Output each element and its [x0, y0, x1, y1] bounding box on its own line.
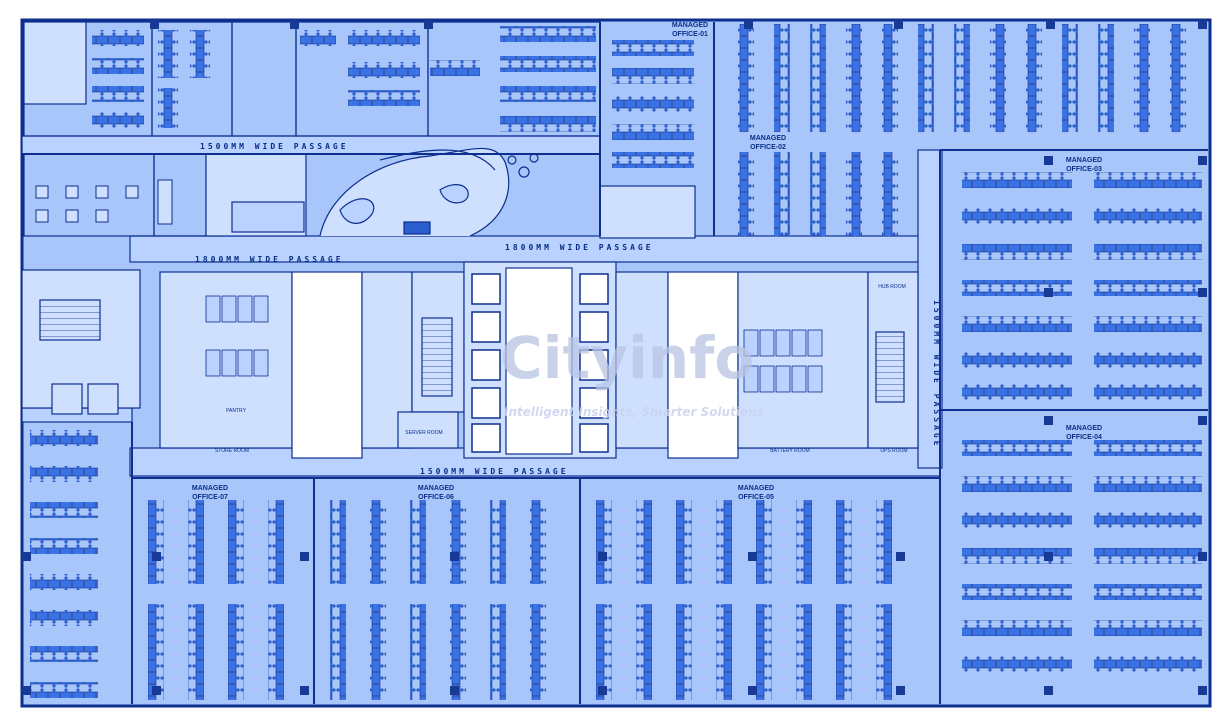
- passage-label-bottom: 1500MM WIDE PASSAGE: [420, 467, 569, 476]
- pantry-label: PANTRY: [226, 408, 246, 414]
- office-03-label-line2: OFFICE-03: [1066, 166, 1102, 173]
- passage-label-left: 1800MM WIDE PASSAGE: [195, 255, 344, 264]
- office-02-label-line2: OFFICE-02: [750, 144, 786, 151]
- managed-office-05-06-07-desks: [30, 430, 892, 700]
- passage-label-right: 1500MM WIDE PASSAGE: [932, 300, 941, 449]
- managed-office-01-02-desks: [612, 24, 1186, 236]
- toilet-stalls: [205, 295, 823, 393]
- passage-label-top-left: 1500MM WIDE PASSAGE: [200, 142, 349, 151]
- office-07-label-line2: OFFICE-07: [192, 494, 228, 501]
- office-01-label-line2: OFFICE-01: [672, 31, 708, 38]
- office-02-label-line1: MANAGED: [750, 135, 786, 142]
- top-left-offices: [23, 21, 696, 239]
- watermark-tagline: Intelligent Insights, Smarter Solutions: [504, 405, 764, 419]
- cafe-seating: [35, 179, 173, 225]
- office-07-label-line1: MANAGED: [192, 485, 228, 492]
- managed-office-03-04-desks: [962, 172, 1202, 672]
- office-01-label-line1: MANAGED: [672, 22, 708, 29]
- lift-cars: [471, 273, 609, 453]
- passage-label-center: 1800MM WIDE PASSAGE: [505, 243, 654, 252]
- top-left-workstations: [92, 26, 596, 132]
- watermark-brand: Cityinfo: [500, 324, 754, 392]
- hub-room-label: HUB ROOM: [878, 284, 906, 290]
- office-04-label-line1: MANAGED: [1066, 425, 1102, 432]
- ups-room-label: UPS ROOM: [880, 448, 907, 454]
- office-walls: [22, 22, 1208, 704]
- store-room-label: STORE ROOM: [215, 448, 249, 454]
- office-04-label-line2: OFFICE-04: [1066, 434, 1102, 441]
- office-06-label-line2: OFFICE-06: [418, 494, 454, 501]
- core-block: [21, 261, 919, 459]
- office-05-label-line1: MANAGED: [738, 485, 774, 492]
- office-06-label-line1: MANAGED: [418, 485, 454, 492]
- office-03-label-line1: MANAGED: [1066, 157, 1102, 164]
- server-room-label: SERVER ROOM: [405, 430, 442, 436]
- lounge-area: [319, 147, 539, 237]
- office-05-label-line2: OFFICE-05: [738, 494, 774, 501]
- structural-columns: [22, 20, 1207, 695]
- battery-room-label: BATTERY ROOM: [770, 448, 809, 454]
